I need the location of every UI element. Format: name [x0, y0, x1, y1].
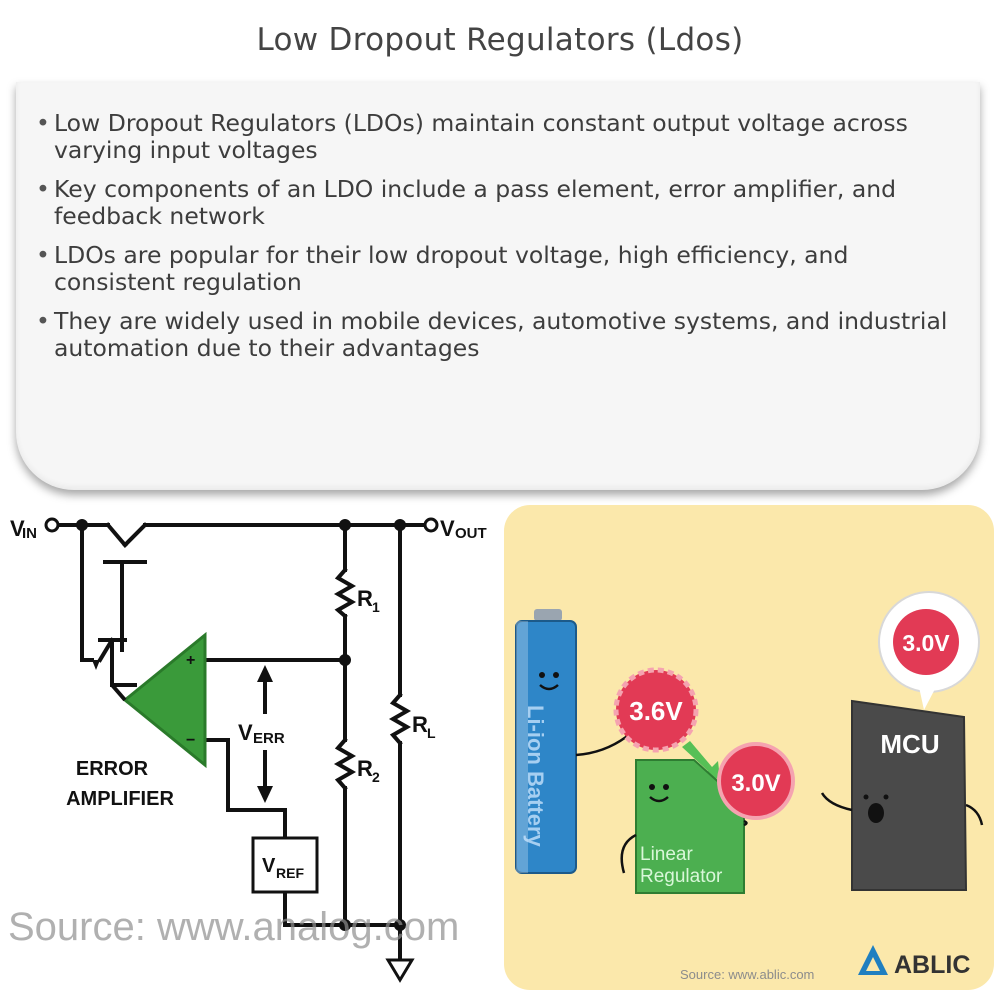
verr-label: V — [238, 720, 253, 745]
verr-sub: ERR — [253, 730, 285, 747]
r1-label: R — [357, 586, 373, 611]
regulator-icon — [635, 759, 745, 894]
r2-label: R — [357, 756, 373, 781]
vout-label: OUT — [455, 525, 487, 542]
input-voltage-label: 3.6V — [629, 696, 683, 726]
mcu-speech-bubble: 3.0V — [878, 591, 980, 710]
bullet-item: Low Dropout Regulators (LDOs) maintain c… — [36, 110, 966, 164]
minus-sign: − — [186, 732, 195, 749]
vref-label: V — [262, 855, 276, 877]
plus-sign: + — [186, 652, 195, 669]
r1-sub: 1 — [372, 599, 380, 615]
rl-sub: L — [427, 725, 436, 741]
circuit-source: Source: www.analog.com — [8, 905, 459, 949]
r2-sub: 2 — [372, 769, 380, 785]
illustration-svg: Li-ion Battery 3.6V Linear Regulator 3.0… — [515, 591, 984, 982]
bullet-item: They are widely used in mobile devices, … — [36, 308, 966, 362]
regulator-label-1: Linear — [640, 844, 693, 865]
vref-box — [251, 836, 319, 894]
amp-label-1: ERROR — [76, 758, 149, 780]
circuit-svg: V IN V OUT R 1 R 2 R L V ERR V REF + − E… — [8, 516, 487, 983]
brand-label: ABLIC — [894, 951, 970, 979]
bullet-list: Low Dropout Regulators (LDOs) maintain c… — [36, 110, 966, 374]
amp-label-2: AMPLIFIER — [66, 788, 174, 810]
battery-icon — [515, 620, 577, 874]
rl-label: R — [412, 712, 428, 737]
battery-terminal — [534, 609, 562, 621]
illustration-source: Source: www.ablic.com — [680, 967, 814, 982]
bullet-item: LDOs are popular for their low dropout v… — [36, 242, 966, 296]
output-voltage-badge: 3.0V — [717, 742, 795, 820]
input-voltage-badge: 3.6V — [613, 667, 699, 753]
mcu-icon — [851, 699, 968, 891]
battery-label: Li-ion Battery — [523, 705, 548, 848]
vin-v: V — [10, 516, 25, 541]
output-voltage-label: 3.0V — [731, 770, 780, 797]
mcu-voltage-label: 3.0V — [902, 630, 950, 656]
vout-v: V — [440, 516, 455, 541]
arrow-right-icon — [682, 741, 720, 779]
vin-label: IN — [22, 525, 37, 542]
ldo-circuit-diagram: V IN V OUT R 1 R 2 R L V ERR V REF + − E… — [0, 500, 500, 1000]
regulator-illustration: Li-ion Battery 3.6V Linear Regulator 3.0… — [504, 505, 994, 990]
error-amplifier-icon — [122, 631, 207, 769]
bullet-item: Key components of an LDO include a pass … — [36, 176, 966, 230]
vref-sub: REF — [276, 865, 304, 881]
mcu-label: MCU — [880, 729, 939, 759]
page-title: Low Dropout Regulators (Ldos) — [256, 22, 744, 58]
regulator-label-2: Regulator — [640, 866, 723, 887]
